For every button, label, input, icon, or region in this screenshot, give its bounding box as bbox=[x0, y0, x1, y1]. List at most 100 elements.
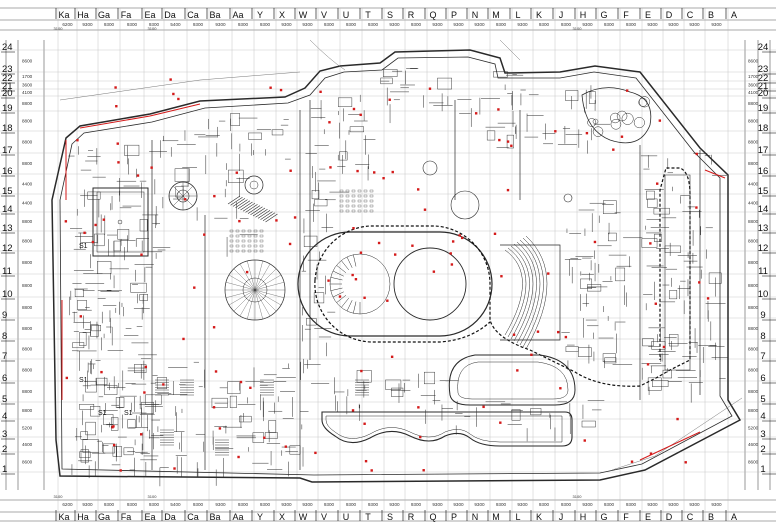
column-spacing-label: 9300 bbox=[626, 22, 637, 27]
stair-block bbox=[180, 379, 194, 396]
column-marker bbox=[474, 112, 478, 115]
seat-block bbox=[229, 234, 234, 238]
plaza-ray bbox=[239, 289, 256, 317]
column-marker bbox=[363, 422, 366, 425]
column-label: G bbox=[600, 10, 607, 20]
row-label: 9 bbox=[760, 310, 765, 321]
room-box bbox=[95, 377, 108, 385]
row-label: 16 bbox=[758, 166, 769, 177]
column-spacing-label: 9300 bbox=[82, 502, 93, 507]
column-label: C bbox=[687, 10, 694, 20]
room-tag-label: S1 bbox=[79, 243, 88, 250]
plaza-ray bbox=[254, 289, 263, 320]
ramp-stripe bbox=[252, 207, 266, 217]
column-marker bbox=[512, 333, 516, 336]
seat-block bbox=[259, 234, 264, 238]
row-spacing-label: 8600 bbox=[748, 59, 759, 64]
seat-block bbox=[247, 234, 252, 238]
seating-row bbox=[346, 300, 353, 312]
row-spacing-label: 5200 bbox=[22, 426, 33, 431]
column-marker bbox=[115, 105, 118, 108]
room-box bbox=[264, 432, 278, 439]
column-marker bbox=[356, 169, 359, 173]
plaza-ray bbox=[225, 289, 256, 298]
column-marker bbox=[64, 220, 68, 223]
seat-block bbox=[357, 189, 362, 193]
row-label: 4 bbox=[760, 411, 765, 422]
row-label: 4 bbox=[2, 411, 7, 422]
room-box bbox=[511, 409, 521, 421]
column-marker bbox=[695, 206, 698, 209]
column-label: B bbox=[708, 10, 714, 20]
seat-block bbox=[247, 239, 252, 243]
room-box bbox=[85, 421, 96, 436]
column-spacing-label: 5400 bbox=[170, 502, 181, 507]
column-spacing-label: 9300 bbox=[215, 22, 226, 27]
themed-detail bbox=[638, 97, 648, 107]
column-marker bbox=[557, 330, 560, 334]
column-marker bbox=[136, 174, 140, 177]
row-spacing-label: 3600 bbox=[748, 83, 759, 88]
ramp-stripe bbox=[247, 205, 261, 214]
room-box bbox=[227, 381, 241, 395]
column-label: T bbox=[365, 10, 371, 20]
row-label: 3 bbox=[2, 429, 7, 440]
column-marker bbox=[458, 234, 461, 237]
room-box bbox=[74, 289, 84, 298]
column-label: Aa bbox=[232, 512, 243, 522]
dimension-labels: 6200620093009300930093009300930093009300… bbox=[22, 22, 759, 507]
seat-block bbox=[351, 194, 356, 198]
room-tag-label: S1 bbox=[98, 410, 107, 417]
column-marker bbox=[352, 107, 356, 111]
plaza-ray bbox=[247, 260, 256, 291]
column-marker bbox=[585, 131, 589, 135]
column-label: Ca bbox=[187, 10, 199, 20]
room-box bbox=[134, 364, 147, 373]
seat-block bbox=[357, 209, 362, 213]
seat-block bbox=[241, 234, 246, 238]
plan-features bbox=[92, 87, 691, 456]
column-marker bbox=[329, 166, 332, 169]
room-box bbox=[80, 449, 89, 463]
column-spacing-label: 9300 bbox=[604, 22, 615, 27]
column-spacing-label: 9300 bbox=[647, 502, 658, 507]
row-label: 10 bbox=[2, 289, 13, 300]
rotunda-spoke bbox=[182, 195, 194, 207]
column-marker bbox=[212, 406, 216, 409]
seat-block bbox=[229, 239, 234, 243]
column-marker bbox=[79, 315, 83, 318]
column-offset-label: 3100 bbox=[148, 26, 158, 31]
column-marker bbox=[393, 253, 397, 256]
seating-row bbox=[330, 277, 343, 281]
row-spacing-label: 4600 bbox=[748, 442, 759, 447]
column-marker bbox=[391, 170, 394, 174]
column-spacing-label: 6200 bbox=[62, 22, 73, 27]
column-marker bbox=[172, 92, 175, 96]
column-label: W bbox=[299, 512, 308, 522]
ramp-stripe bbox=[242, 202, 256, 212]
loop-track-inner bbox=[457, 361, 569, 400]
room-box bbox=[145, 394, 162, 405]
row-label: 20 bbox=[758, 88, 769, 99]
theatre-row bbox=[522, 237, 544, 348]
seat-block bbox=[363, 189, 368, 193]
right-track-lane bbox=[664, 174, 691, 371]
room-box bbox=[87, 191, 101, 200]
seat-block bbox=[345, 189, 350, 193]
column-spacing-label: 9300 bbox=[453, 22, 464, 27]
column-marker bbox=[100, 370, 103, 374]
room-box bbox=[104, 385, 118, 395]
plaza-ray bbox=[254, 289, 277, 312]
room-box bbox=[652, 380, 669, 387]
row-spacing-label: 8800 bbox=[748, 305, 759, 310]
column-label: Ga bbox=[98, 512, 110, 522]
room-box bbox=[493, 71, 508, 78]
column-label: Fa bbox=[121, 512, 132, 522]
seat-block bbox=[235, 234, 240, 238]
row-label: 18 bbox=[2, 123, 13, 134]
column-spacing-label: 9300 bbox=[689, 22, 700, 27]
row-spacing-label: 8800 bbox=[22, 326, 33, 331]
column-marker bbox=[620, 135, 624, 138]
column-label: H bbox=[580, 10, 587, 20]
